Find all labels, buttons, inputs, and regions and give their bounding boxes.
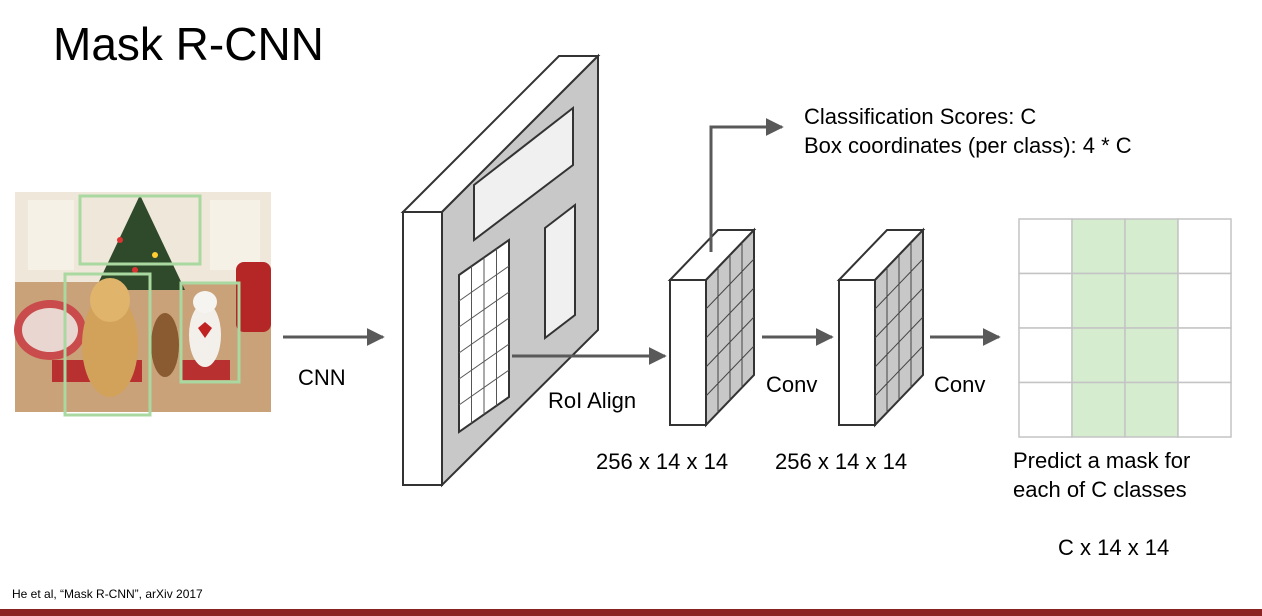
feature-map bbox=[400, 53, 601, 488]
mask-cell bbox=[1124, 272, 1179, 329]
mask-dims-label: C x 14 x 14 bbox=[1058, 535, 1169, 560]
feature-block-1 bbox=[667, 227, 757, 428]
predict-mask-line1: Predict a mask for bbox=[1013, 448, 1190, 473]
mask-cell bbox=[1124, 218, 1179, 275]
bottom-accent-bar bbox=[0, 609, 1262, 616]
mask-cell bbox=[1018, 218, 1073, 275]
mask-cell bbox=[1124, 327, 1179, 384]
mask-cell bbox=[1071, 272, 1126, 329]
citation: He et al, “Mask R-CNN”, arXiv 2017 bbox=[12, 587, 203, 601]
tree-shape bbox=[95, 195, 185, 290]
roi-align-label: RoI Align bbox=[548, 388, 636, 413]
cnn-label: CNN bbox=[298, 365, 346, 390]
region-proposal-right bbox=[544, 202, 576, 341]
dims-label-1: 256 x 14 x 14 bbox=[596, 449, 728, 474]
classification-scores-label: Classification Scores: C bbox=[804, 104, 1036, 129]
mask-cell bbox=[1177, 327, 1232, 384]
mask-cell bbox=[1071, 218, 1126, 275]
input-photo bbox=[14, 192, 271, 417]
classification-arrow bbox=[709, 118, 784, 252]
roi-grid bbox=[458, 238, 510, 434]
conv-label-2: Conv bbox=[934, 372, 985, 397]
conv-label-1: Conv bbox=[766, 372, 817, 397]
mask-cell bbox=[1018, 327, 1073, 384]
dims-label-2: 256 x 14 x 14 bbox=[775, 449, 907, 474]
dog-shape bbox=[82, 293, 138, 397]
bbox-tree bbox=[78, 194, 202, 266]
mask-cell bbox=[1018, 381, 1073, 438]
region-proposal-top bbox=[473, 105, 574, 243]
slide-title: Mask R-CNN bbox=[53, 18, 324, 70]
mask-cell bbox=[1018, 272, 1073, 329]
bbox-cat bbox=[179, 281, 241, 384]
mask-cell bbox=[1071, 327, 1126, 384]
predict-mask-line2: each of C classes bbox=[1013, 477, 1187, 502]
mask-cell bbox=[1177, 272, 1232, 329]
mask-grid bbox=[1018, 218, 1232, 438]
mask-cell bbox=[1177, 218, 1232, 275]
mask-cell bbox=[1177, 381, 1232, 438]
mask-cell bbox=[1124, 381, 1179, 438]
mask-cell bbox=[1071, 381, 1126, 438]
box-coordinates-label: Box coordinates (per class): 4 * C bbox=[804, 133, 1132, 158]
bbox-dog bbox=[63, 272, 152, 417]
feature-block-2 bbox=[836, 227, 926, 428]
